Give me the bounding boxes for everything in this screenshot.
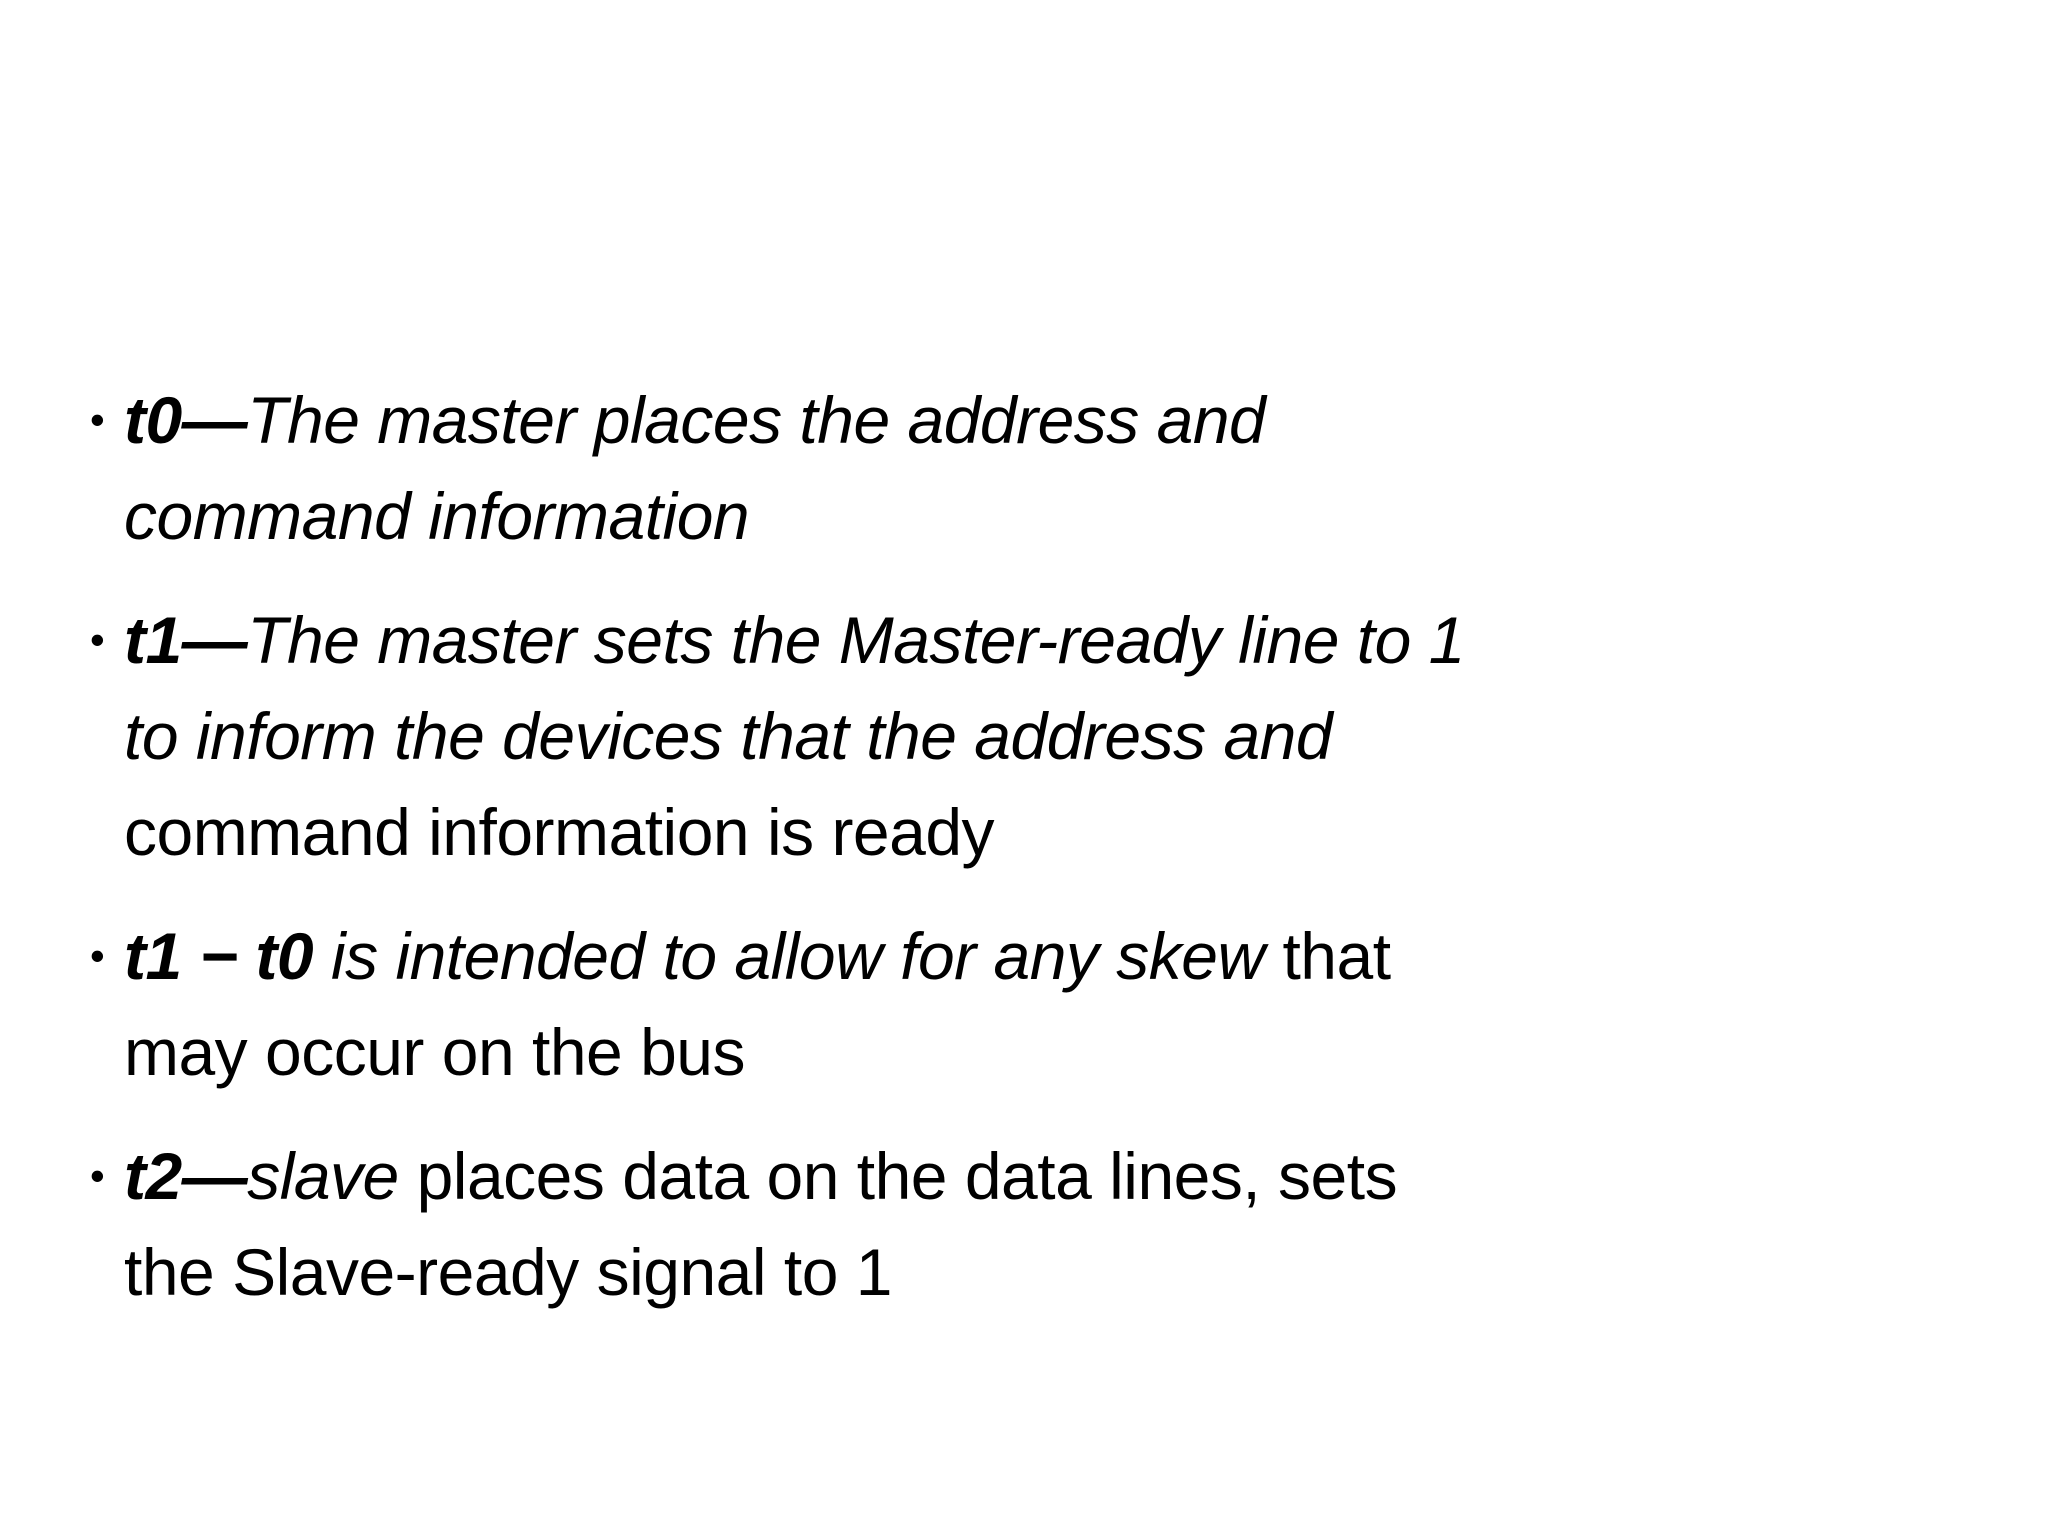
bullet-icon: • — [90, 1152, 105, 1199]
bullet-line: to inform the devices that the address a… — [124, 688, 1980, 784]
bullet-line: t2—slave places data on the data lines, … — [124, 1128, 1980, 1224]
text-segment: is intended to allow for any skew — [330, 919, 1283, 993]
list-item: • t1 − t0 is intended to allow for any sk… — [60, 908, 1980, 1100]
bullet-text: t1 − t0 is intended to allow for any ske… — [124, 908, 1980, 1100]
bullet-icon: • — [90, 616, 105, 663]
text-segment: The master places the address and — [247, 383, 1266, 457]
bullet-line: may occur on the bus — [124, 1004, 1980, 1100]
text-segment: that — [1282, 919, 1391, 993]
text-segment: may occur on the bus — [124, 1015, 746, 1089]
bullet-text: t0—The master places the address and comm… — [124, 372, 1980, 564]
text-segment: The master sets the Master-ready line to… — [247, 603, 1465, 677]
list-item: • t1—The master sets the Master-ready lin… — [60, 592, 1980, 880]
text-segment: to inform the devices that the address a… — [124, 699, 1333, 773]
list-item: • t0—The master places the address and com… — [60, 372, 1980, 564]
bullet-list: • t0—The master places the address and com… — [60, 372, 1980, 1348]
bullet-line: t0—The master places the address and — [124, 372, 1980, 468]
text-segment: command information is ready — [124, 795, 995, 869]
bullet-icon: • — [90, 932, 105, 979]
bullet-line: t1—The master sets the Master-ready line… — [124, 592, 1980, 688]
bullet-text: t1—The master sets the Master-ready line… — [124, 592, 1980, 880]
text-segment: t2— — [124, 1139, 248, 1213]
text-segment: places data on the data lines, sets — [398, 1139, 1398, 1213]
text-segment: slave — [247, 1139, 399, 1213]
bullet-line: t1 − t0 is intended to allow for any ske… — [124, 908, 1980, 1004]
text-segment: t1— — [124, 603, 248, 677]
text-segment: t0— — [124, 383, 248, 457]
bullet-line: command information is ready — [124, 784, 1980, 880]
bullet-line: command information — [124, 468, 1980, 564]
text-segment: command information — [124, 479, 750, 553]
bullet-icon: • — [90, 396, 105, 443]
text-segment: t1 − t0 — [124, 919, 331, 993]
list-item: • t2—slave places data on the data lines,… — [60, 1128, 1980, 1320]
bullet-text: t2—slave places data on the data lines, … — [124, 1128, 1980, 1320]
bullet-line: the Slave-ready signal to 1 — [124, 1224, 1980, 1320]
text-segment: the Slave-ready signal to 1 — [124, 1235, 892, 1309]
